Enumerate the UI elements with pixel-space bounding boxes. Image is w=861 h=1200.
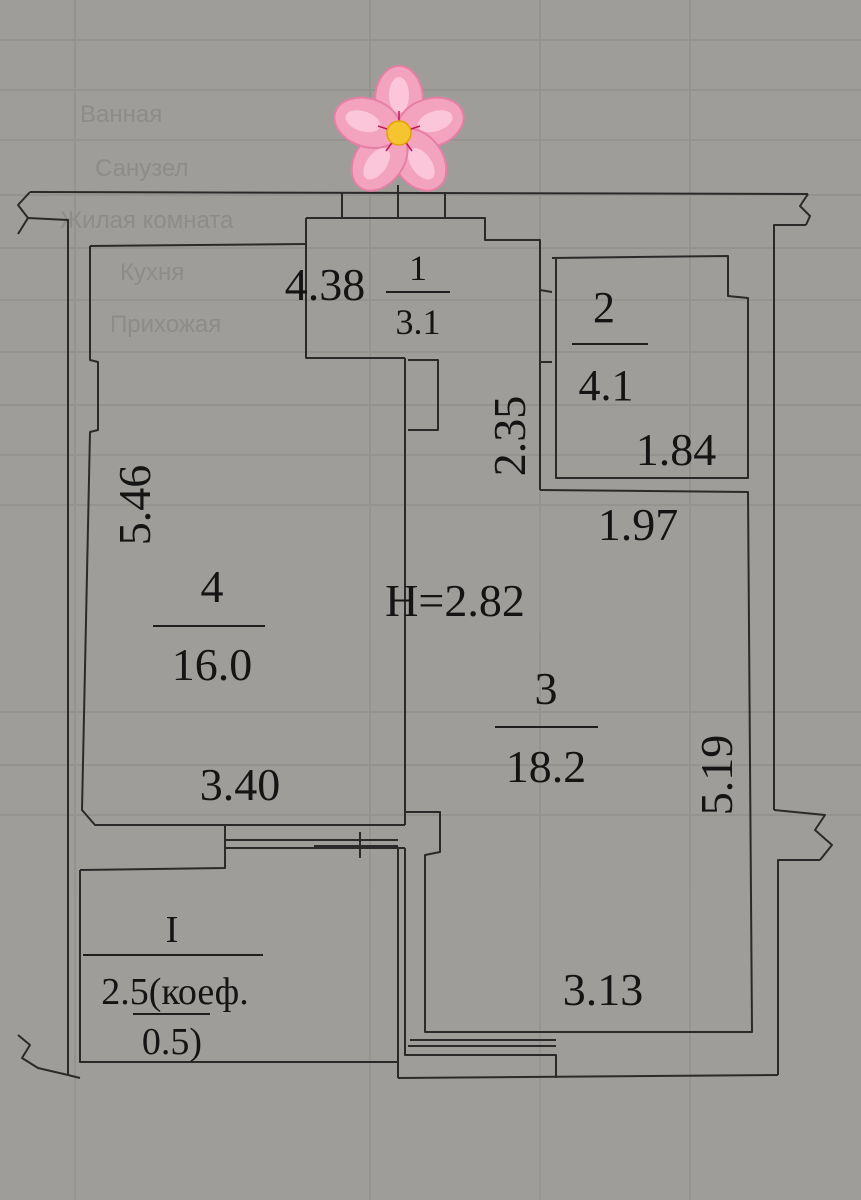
walls — [17, 185, 833, 1079]
dimension-room3-top-width: 1.97 — [598, 499, 679, 550]
balcony-area-line1: 2.5(коеф. — [101, 971, 249, 1013]
room-4-area: 16.0 — [172, 639, 253, 690]
dimension-room4-width: 3.40 — [200, 759, 281, 810]
ghost-text-1: Санузел — [95, 155, 189, 182]
dimension-room3-height: 5.19 — [691, 735, 742, 816]
flower-sticker-icon — [333, 65, 465, 192]
room-1-area: 3.1 — [396, 302, 441, 342]
room-2-area: 4.1 — [579, 361, 634, 410]
label-dividers — [83, 291, 648, 1015]
dimension-room1-width: 4.38 — [285, 259, 366, 310]
ghost-text-4: Прихожая — [110, 311, 221, 338]
ghost-text-2: Жилая комната — [60, 207, 234, 234]
room-3-number: 3 — [535, 663, 558, 714]
ceiling-height: H=2.82 — [385, 575, 525, 626]
room-2-number: 2 — [593, 283, 615, 332]
balcony-area-line2: 0.5) — [142, 1021, 202, 1063]
room-1-number: 1 — [409, 248, 427, 288]
dimension-room2-width: 1.84 — [636, 424, 717, 475]
dimension-room3-width: 3.13 — [563, 964, 644, 1015]
ghost-text-3: Кухня — [120, 259, 184, 286]
balcony-number: I — [166, 909, 179, 951]
room-4-number: 4 — [201, 561, 224, 612]
dimension-room2-height: 2.35 — [484, 396, 535, 477]
dimension-room4-height: 5.46 — [109, 465, 160, 546]
ghost-text-0: Ванная — [80, 101, 162, 128]
room-3-area: 18.2 — [506, 741, 587, 792]
